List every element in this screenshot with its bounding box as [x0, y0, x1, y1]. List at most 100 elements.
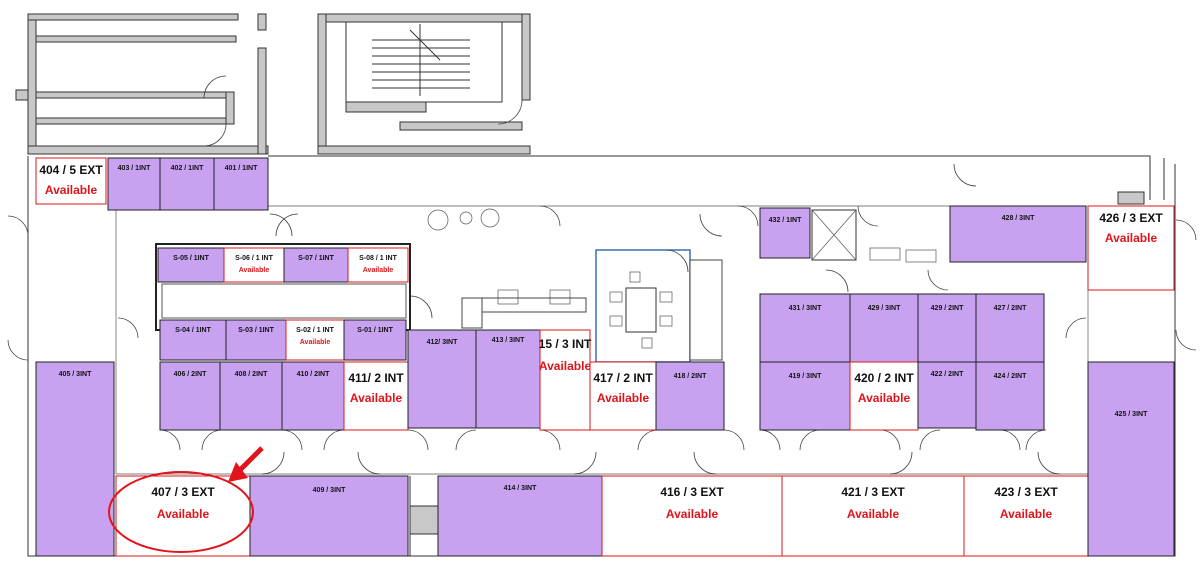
room-417-2-int: 417 / 2 INT Available — [589, 361, 657, 431]
upper-left-wing — [15, 13, 269, 155]
room-426-3-ext: 426 / 3 EXT Available — [1087, 205, 1175, 291]
room-label: S-04 / 1INT — [175, 327, 212, 334]
room-420-2-int: 420 / 2 INT Available — [849, 361, 919, 431]
room-label: 429 / 3INT — [868, 305, 901, 312]
room-label: 424 / 2INT — [994, 373, 1027, 380]
room-status: Available — [597, 391, 650, 405]
room-shape — [157, 247, 225, 283]
arrow-head — [228, 462, 248, 482]
room-s-06-1-int: S-06 / 1 INT Available — [223, 247, 285, 283]
room-s-03-1int: S-03 / 1INT — [225, 319, 287, 361]
room-label: 425 / 3INT — [1115, 411, 1148, 418]
room-status: Available — [363, 267, 394, 274]
room-shape — [601, 475, 783, 557]
room-label: 403 / 1INT — [118, 165, 151, 172]
room-label: 411/ 2 INT — [348, 371, 404, 385]
room-shape — [975, 293, 1045, 363]
room-label: 426 / 3 EXT — [1099, 211, 1163, 225]
room-label: S-06 / 1 INT — [235, 255, 273, 262]
room-status: Available — [350, 391, 403, 405]
room-409-3int: 409 / 3INT — [249, 475, 409, 557]
room-425-3int: 425 / 3INT — [1087, 361, 1175, 557]
room-419-3int: 419 / 3INT — [759, 361, 851, 431]
room-shape — [1087, 205, 1175, 291]
room-s-07-1int: S-07 / 1INT — [283, 247, 349, 283]
room-shape — [949, 205, 1087, 263]
room-status: Available — [1105, 231, 1158, 245]
room-label: 417 / 2 INT — [593, 371, 653, 385]
room-label: 409 / 3INT — [313, 487, 346, 494]
room-label: S-05 / 1INT — [173, 255, 210, 262]
room-status: Available — [157, 507, 210, 521]
room-shape — [107, 157, 161, 211]
highlight-407 — [108, 446, 264, 553]
room-shape — [343, 319, 407, 361]
room-shape — [213, 157, 269, 211]
room-shape — [249, 475, 409, 557]
room-status: Available — [300, 339, 331, 346]
room-label: 427 / 2INT — [994, 305, 1027, 312]
room-label: 420 / 2 INT — [854, 371, 914, 385]
room-label: 412/ 3INT — [427, 339, 458, 346]
room-shape — [963, 475, 1089, 557]
room-shape — [35, 157, 107, 205]
room-label: 401 / 1INT — [225, 165, 258, 172]
room-label: S-08 / 1 INT — [359, 255, 397, 262]
room-408-2int: 408 / 2INT — [219, 361, 283, 431]
room-432-1int: 432 / 1INT — [759, 207, 811, 259]
room-label: 428 / 3INT — [1002, 215, 1035, 222]
room-label: S-01 / 1INT — [357, 327, 394, 334]
room-label: 404 / 5 EXT — [39, 163, 103, 177]
room-status: Available — [858, 391, 911, 405]
room-shape — [225, 319, 287, 361]
room-shape — [975, 361, 1045, 431]
room-label: 418 / 2INT — [674, 373, 707, 380]
room-413-3int: 413 / 3INT — [475, 329, 541, 429]
room-shape — [759, 207, 811, 259]
room-label: 413 / 3INT — [492, 337, 525, 344]
highlight-ellipse — [108, 471, 254, 553]
room-status: Available — [1000, 507, 1053, 521]
room-label: 416 / 3 EXT — [660, 485, 724, 499]
room-label: 410 / 2INT — [297, 371, 330, 378]
room-status: Available — [239, 267, 270, 274]
room-label: 402 / 1INT — [171, 165, 204, 172]
room-label: 432 / 1INT — [769, 217, 802, 224]
room-422-2int: 422 / 2INT — [917, 361, 977, 429]
rooms: 404 / 5 EXT Available 403 / 1INT 402 / 1INT… — [35, 157, 1175, 557]
room-label: 15 / 3 INT — [539, 337, 592, 351]
room-shape — [437, 475, 603, 557]
room-403-1int: 403 / 1INT — [107, 157, 161, 211]
room-label: 419 / 3INT — [789, 373, 822, 380]
room-shape — [589, 361, 657, 431]
room-status: Available — [539, 359, 592, 373]
room-431-3int: 431 / 3INT — [759, 293, 851, 363]
room-shape — [655, 361, 725, 431]
room-label: 414 / 3INT — [504, 485, 537, 492]
room-429-2int: 429 / 2INT — [917, 293, 977, 363]
room-shape — [283, 247, 349, 283]
room-429-3int: 429 / 3INT — [849, 293, 919, 363]
room-s-02-1-int: S-02 / 1 INT Available — [285, 319, 345, 361]
room-s-04-1int: S-04 / 1INT — [159, 319, 227, 361]
room-shape — [35, 361, 115, 557]
room-shape — [759, 361, 851, 431]
room-shape — [343, 361, 409, 431]
room-shape — [1087, 361, 1175, 557]
room-412-3int: 412/ 3INT — [407, 329, 477, 429]
room-423-3-ext: 423 / 3 EXT Available — [963, 475, 1089, 557]
room-label: 405 / 3INT — [59, 371, 92, 378]
room-label: 423 / 3 EXT — [994, 485, 1058, 499]
room-label: 408 / 2INT — [235, 371, 268, 378]
room-s-05-1int: S-05 / 1INT — [157, 247, 225, 283]
room-label: 431 / 3INT — [789, 305, 822, 312]
room-label: 421 / 3 EXT — [841, 485, 905, 499]
room-427-2int: 427 / 2INT — [975, 293, 1045, 363]
room-shape — [285, 319, 345, 361]
room-428-3int: 428 / 3INT — [949, 205, 1087, 263]
room-label: S-02 / 1 INT — [296, 327, 334, 334]
room-s-01-1int: S-01 / 1INT — [343, 319, 407, 361]
